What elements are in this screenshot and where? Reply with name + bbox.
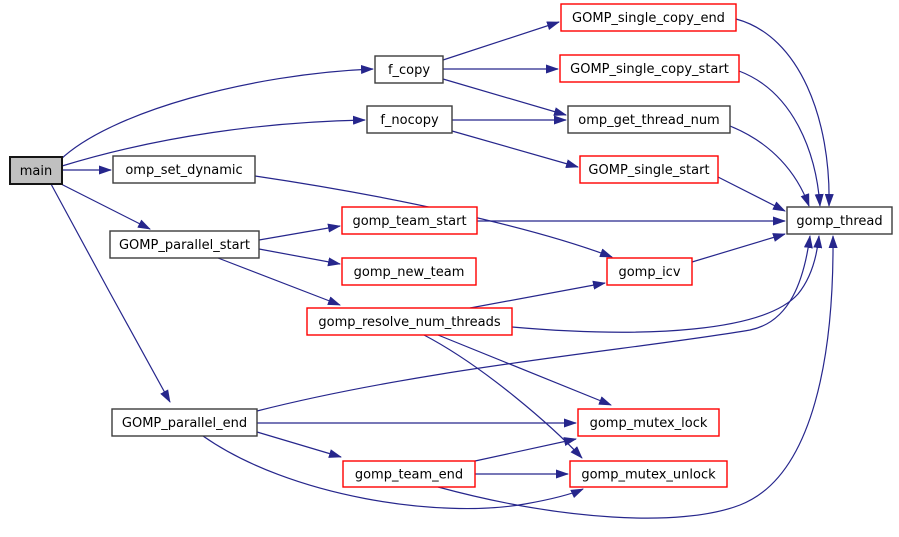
node-gomp_thread[interactable]: gomp_thread bbox=[786, 206, 893, 235]
edge-GOMP_parallel_end-gomp_thread bbox=[256, 235, 813, 412]
node-gomp_icv[interactable]: gomp_icv bbox=[606, 257, 693, 286]
node-box-gomp_resolve_num_threads bbox=[306, 307, 513, 336]
node-label-f_nocopy: f_nocopy bbox=[380, 113, 439, 128]
edge-omp_get_thread_num-gomp_thread bbox=[729, 125, 810, 207]
edge-main-f_copy bbox=[59, 64, 374, 161]
edge-gomp_icv-gomp_thread bbox=[691, 233, 786, 263]
edge-gomp_resolve_num_threads-gomp_thread bbox=[511, 235, 823, 333]
node-box-main bbox=[9, 156, 63, 185]
node-label-omp_get_thread_num: omp_get_thread_num bbox=[578, 113, 719, 128]
node-label-omp_set_dynamic: omp_set_dynamic bbox=[125, 163, 242, 178]
node-box-omp_get_thread_num bbox=[567, 105, 731, 134]
edge-GOMP_parallel_start-gomp_new_team bbox=[258, 248, 341, 267]
node-main[interactable]: main bbox=[9, 156, 63, 185]
edge-f_copy-omp_get_thread_num bbox=[442, 78, 567, 116]
edge-gomp_team_end-gomp_thread bbox=[437, 235, 838, 519]
node-label-GOMP_single_copy_start: GOMP_single_copy_start bbox=[570, 62, 729, 77]
node-gomp_new_team[interactable]: gomp_new_team bbox=[341, 257, 477, 286]
node-box-GOMP_single_copy_start bbox=[559, 54, 740, 83]
edge-f_copy-GOMP_single_copy_end bbox=[442, 21, 560, 61]
node-box-GOMP_parallel_start bbox=[109, 230, 260, 259]
node-label-gomp_new_team: gomp_new_team bbox=[354, 265, 465, 280]
edge-f_nocopy-GOMP_single_start bbox=[451, 130, 579, 169]
node-label-main: main bbox=[20, 164, 52, 179]
node-box-gomp_team_start bbox=[341, 206, 478, 235]
edge-gomp_resolve_num_threads-gomp_mutex_lock bbox=[437, 334, 612, 406]
edge-main-GOMP_parallel_end bbox=[50, 183, 171, 403]
node-GOMP_single_copy_end[interactable]: GOMP_single_copy_end bbox=[560, 3, 737, 32]
node-box-GOMP_parallel_end bbox=[111, 408, 258, 437]
node-box-gomp_team_end bbox=[342, 460, 476, 488]
edge-gomp_resolve_num_threads-gomp_mutex_unlock bbox=[423, 334, 583, 459]
node-label-GOMP_single_start: GOMP_single_start bbox=[588, 163, 709, 178]
node-GOMP_single_copy_start[interactable]: GOMP_single_copy_start bbox=[559, 54, 740, 83]
node-box-gomp_mutex_unlock bbox=[569, 460, 728, 488]
edge-main-f_nocopy bbox=[61, 115, 366, 167]
node-GOMP_parallel_start[interactable]: GOMP_parallel_start bbox=[109, 230, 260, 259]
edge-GOMP_parallel_start-gomp_team_start bbox=[258, 223, 341, 241]
node-box-gomp_mutex_lock bbox=[577, 408, 720, 437]
node-label-gomp_icv: gomp_icv bbox=[618, 265, 680, 280]
node-f_nocopy[interactable]: f_nocopy bbox=[366, 105, 453, 134]
edge-GOMP_single_copy_start-gomp_thread bbox=[738, 70, 824, 207]
node-box-f_nocopy bbox=[366, 105, 453, 134]
edge-gomp_team_end-gomp_mutex_lock bbox=[474, 437, 577, 462]
node-label-gomp_mutex_unlock: gomp_mutex_unlock bbox=[581, 468, 716, 483]
node-GOMP_single_start[interactable]: GOMP_single_start bbox=[579, 155, 719, 184]
node-label-gomp_team_start: gomp_team_start bbox=[352, 214, 466, 229]
node-omp_set_dynamic[interactable]: omp_set_dynamic bbox=[112, 155, 256, 184]
node-box-gomp_new_team bbox=[341, 257, 477, 286]
node-box-omp_set_dynamic bbox=[112, 155, 256, 184]
edge-GOMP_single_copy_end-gomp_thread bbox=[735, 18, 834, 207]
node-f_copy[interactable]: f_copy bbox=[374, 55, 444, 84]
node-box-f_copy bbox=[374, 55, 444, 84]
edge-gomp_resolve_num_threads-gomp_icv bbox=[469, 280, 606, 309]
node-omp_get_thread_num[interactable]: omp_get_thread_num bbox=[567, 105, 731, 134]
node-label-gomp_thread: gomp_thread bbox=[796, 214, 882, 229]
node-label-gomp_team_end: gomp_team_end bbox=[355, 468, 463, 483]
edge-GOMP_parallel_end-gomp_mutex_unlock bbox=[202, 435, 584, 510]
node-box-GOMP_single_start bbox=[579, 155, 719, 184]
edge-GOMP_parallel_end-gomp_team_end bbox=[256, 431, 342, 458]
node-gomp_mutex_unlock[interactable]: gomp_mutex_unlock bbox=[569, 460, 728, 488]
node-box-GOMP_single_copy_end bbox=[560, 3, 737, 32]
node-gomp_team_end[interactable]: gomp_team_end bbox=[342, 460, 476, 488]
node-gomp_team_start[interactable]: gomp_team_start bbox=[341, 206, 478, 235]
edge-main-GOMP_parallel_start bbox=[58, 182, 151, 230]
node-box-gomp_thread bbox=[786, 206, 893, 235]
node-label-GOMP_single_copy_end: GOMP_single_copy_end bbox=[572, 11, 725, 26]
node-GOMP_parallel_end[interactable]: GOMP_parallel_end bbox=[111, 408, 258, 437]
node-box-gomp_icv bbox=[606, 257, 693, 286]
node-label-gomp_mutex_lock: gomp_mutex_lock bbox=[590, 416, 708, 431]
node-label-GOMP_parallel_end: GOMP_parallel_end bbox=[122, 416, 247, 431]
edge-GOMP_single_start-gomp_thread bbox=[717, 176, 786, 212]
node-label-gomp_resolve_num_threads: gomp_resolve_num_threads bbox=[318, 315, 500, 330]
node-gomp_resolve_num_threads[interactable]: gomp_resolve_num_threads bbox=[306, 307, 513, 336]
edge-GOMP_parallel_start-gomp_resolve_num_threads bbox=[217, 257, 341, 306]
node-label-GOMP_parallel_start: GOMP_parallel_start bbox=[119, 238, 250, 253]
node-gomp_mutex_lock[interactable]: gomp_mutex_lock bbox=[577, 408, 720, 437]
node-label-f_copy: f_copy bbox=[388, 63, 430, 78]
